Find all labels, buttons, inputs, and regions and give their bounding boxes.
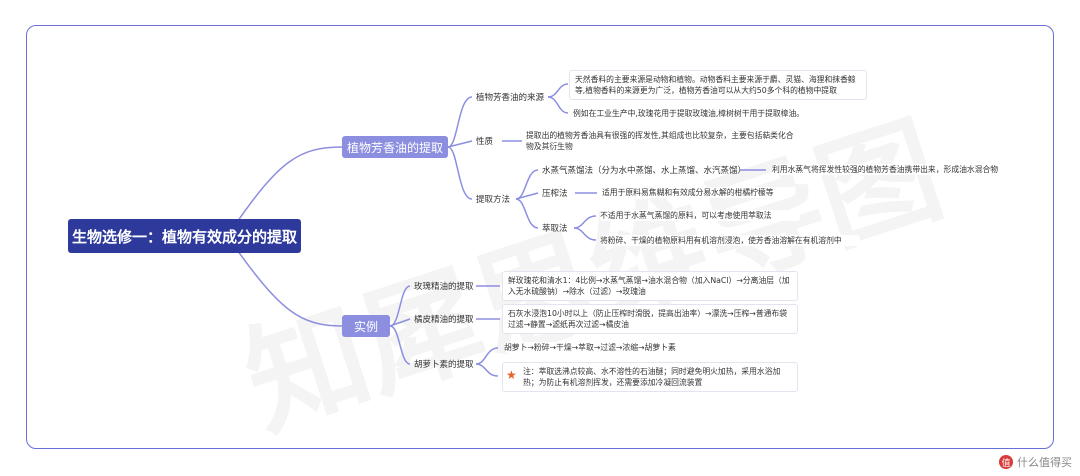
link-extract-method bbox=[447, 146, 473, 200]
branch-examples: 实例 bbox=[342, 315, 390, 337]
root-node: 生物选修一：植物有效成分的提取 bbox=[68, 219, 301, 253]
link-extract-source bbox=[447, 96, 473, 148]
link-examples-orange bbox=[389, 318, 411, 327]
link-solvent-leaf1 bbox=[573, 215, 597, 229]
leaf-property: 提取出的植物芳香油具有很强的挥发性,其组成也比较复杂，主要包括萜类化合物及其衍生… bbox=[526, 130, 794, 152]
node-orange: 橘皮精油的提取 bbox=[414, 315, 474, 325]
node-rose: 玫瑰精油的提取 bbox=[414, 282, 474, 292]
node-press: 压榨法 bbox=[542, 189, 568, 199]
leaf-press: 适用于原料易焦糊和有效成分易水解的柑橘柠檬等 bbox=[602, 187, 792, 198]
node-solvent: 萃取法 bbox=[542, 224, 568, 234]
node-property: 性质 bbox=[476, 137, 494, 147]
leaf-steam: 利用水蒸气将挥发性较强的植物芳香油携带出来，形成油水混合物 bbox=[772, 164, 1012, 175]
leaf-solvent-1: 不适用于水蒸气蒸馏的原料，可以考虑使用萃取法 bbox=[600, 210, 800, 221]
link-source-leaf1 bbox=[547, 83, 569, 98]
leaf-solvent-2: 将粉碎、干燥的植物原料用有机溶剂浸泡，使芳香油溶解在有机溶剂中 bbox=[600, 235, 860, 246]
node-carotene: 胡萝卜素的提取 bbox=[414, 360, 474, 370]
node-method: 提取方法 bbox=[476, 195, 511, 205]
link-examples-carotene bbox=[389, 325, 411, 365]
link-root-extract bbox=[234, 146, 343, 226]
link-solvent-leaf2 bbox=[573, 227, 597, 241]
leaf-source-1: 天然香料的主要来源是动物和植物。动物香料主要来源于麝、灵猫、海狸和抹香鲸等,植物… bbox=[569, 70, 867, 100]
badge-text: 什么值得买 bbox=[1017, 456, 1072, 469]
branch-extract: 植物芳香油的提取 bbox=[342, 136, 448, 158]
node-steam: 水蒸气蒸馏法（分为水中蒸馏、水上蒸馏、水汽蒸馏） bbox=[542, 166, 747, 176]
link-method-press bbox=[515, 192, 539, 200]
leaf-carotene-1: 胡萝卜→粉碎→干燥→萃取→过滤→浓缩→胡萝卜素 bbox=[504, 342, 754, 353]
leaf-orange: 石灰水浸泡10小时以上（防止压榨时滑脱，提高出油率）→漂洗→压榨→普通布袋过滤→… bbox=[502, 304, 798, 334]
link-root-examples bbox=[234, 246, 343, 327]
site-badge: 值 什么值得买 bbox=[999, 454, 1072, 470]
leaf-source-2: 例如在工业生产中,玫瑰花用于提取玫瑰油,樟树树干用于提取樟油。 bbox=[573, 108, 863, 119]
link-extract-property bbox=[447, 140, 473, 148]
link-source-leaf2 bbox=[547, 96, 569, 114]
link-method-solvent bbox=[515, 198, 539, 229]
link-carotene-leaf2 bbox=[475, 363, 499, 377]
star-icon: ★ bbox=[506, 368, 517, 382]
leaf-rose: 鲜玫瑰花和清水1：4比例→水蒸气蒸馏→油水混合物（加入NaCl）→分离油层（加入… bbox=[502, 271, 798, 301]
leaf-carotene-2: 注：萃取选沸点较高、水不溶性的石油醚；同时避免明火加热，采用水浴加热；为防止有机… bbox=[502, 362, 798, 392]
link-carotene-leaf1 bbox=[475, 347, 499, 365]
node-source: 植物芳香油的来源 bbox=[476, 93, 545, 103]
badge-icon: 值 bbox=[999, 455, 1013, 469]
